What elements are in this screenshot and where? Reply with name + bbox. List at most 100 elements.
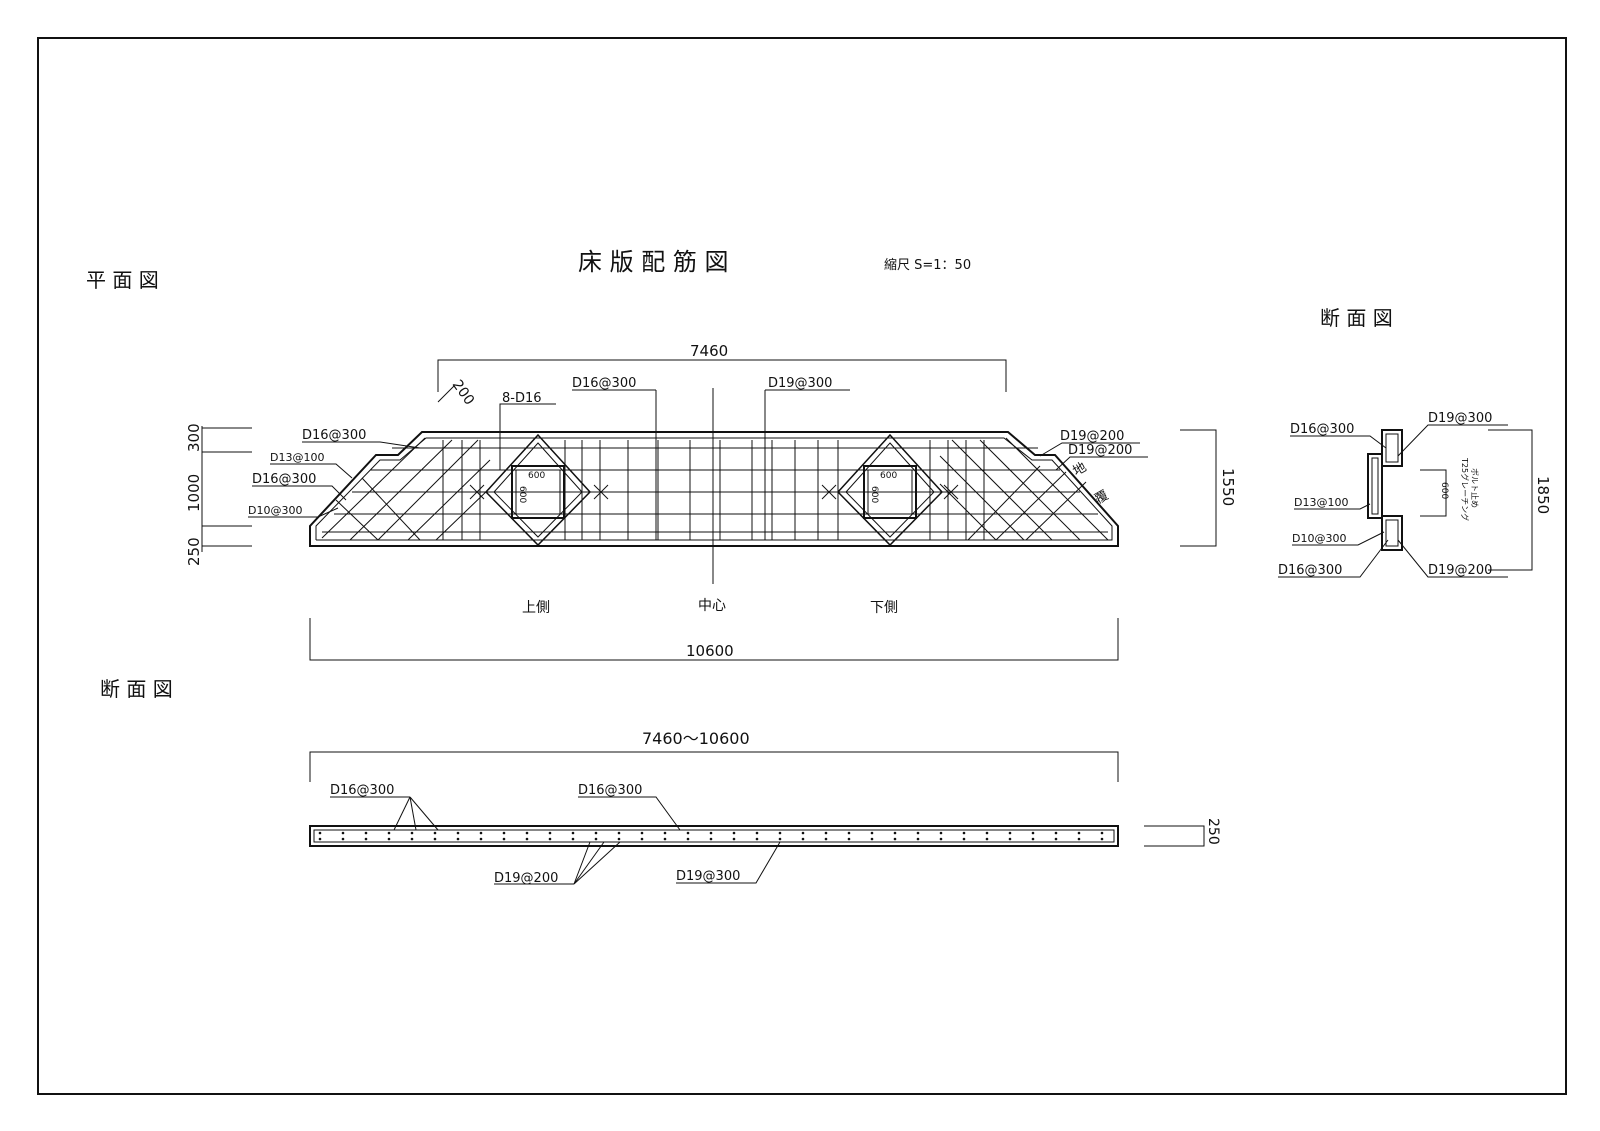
rebar-dot xyxy=(916,837,920,841)
dim-section-top-text: 7460～10600 xyxy=(642,729,750,748)
cross-section-heading: 断 面 図 xyxy=(1320,306,1393,330)
rebar-dot xyxy=(410,831,414,835)
rebar-dot xyxy=(686,831,690,835)
slab-outline-inner xyxy=(315,437,1113,541)
side-upper-label: 上側 xyxy=(522,600,550,616)
plan-view: 600 600 600 600 7460 200 10600 1550 xyxy=(185,342,1237,661)
note-ji: 地 xyxy=(1071,460,1090,479)
dim-line-top xyxy=(437,359,1007,392)
rebar-dot xyxy=(318,837,322,841)
label-right-2: D19@200 xyxy=(1068,443,1132,458)
rebar-dot xyxy=(801,837,805,841)
dim-line-bottom xyxy=(309,618,1119,661)
cross-top-flange xyxy=(1381,429,1403,467)
label-sec-bot-mid: D19@300 xyxy=(676,869,740,884)
rebar-dot xyxy=(364,831,368,835)
dim-chamfer-line xyxy=(437,385,455,403)
rebar-dot xyxy=(479,837,483,841)
rebar-dot xyxy=(1008,831,1012,835)
rebar-dot xyxy=(341,831,345,835)
cross-inner-dim xyxy=(1420,469,1447,517)
rebar-dot xyxy=(525,837,529,841)
label-left-1: D16@300 xyxy=(302,428,366,443)
dim-line-section-right xyxy=(1144,825,1205,847)
label-left-2: D13@100 xyxy=(270,451,324,464)
rebar-dot xyxy=(778,831,782,835)
rebar-dot xyxy=(663,837,667,841)
label-left-3: D16@300 xyxy=(252,472,316,487)
plan-heading: 平 面 図 xyxy=(86,268,159,292)
section-slab xyxy=(309,825,1119,847)
skew-bars-left xyxy=(321,437,491,541)
rebar-dot xyxy=(916,831,920,835)
dim-bottom-text: 10600 xyxy=(686,642,734,660)
rebar-dot xyxy=(1054,831,1058,835)
dim-left-1000: 1000 xyxy=(185,474,203,512)
rebar-dot xyxy=(433,831,437,835)
label-top-mid-right: D19@300 xyxy=(768,376,832,391)
opening-left-dim-h: 600 xyxy=(528,471,545,481)
rebar-dot xyxy=(1031,837,1035,841)
cross-label-bot-left: D16@300 xyxy=(1278,563,1342,578)
section-bar-dots xyxy=(318,831,1104,841)
rebar-dot xyxy=(410,837,414,841)
dim-left-300: 300 xyxy=(185,423,203,452)
rebar-dot xyxy=(939,837,943,841)
label-left-4: D10@300 xyxy=(248,504,302,517)
rebar-dot xyxy=(893,837,897,841)
rebar-dot xyxy=(594,837,598,841)
rebar-dot xyxy=(732,837,736,841)
cross-inner-dim-text: 600 xyxy=(1439,482,1449,499)
section-slab-inner xyxy=(313,829,1115,843)
rebar-dot xyxy=(456,837,460,841)
cross-label-top-right: D19@300 xyxy=(1428,411,1492,426)
rebar-dot xyxy=(1054,837,1058,841)
scale-note: 縮尺 S=1：50 xyxy=(884,257,971,273)
sheet-frame xyxy=(37,37,1567,1095)
cross-inner-note-2: ボルト止め xyxy=(1470,468,1480,508)
dim-left-250: 250 xyxy=(185,537,203,566)
rebar-dot xyxy=(709,831,713,835)
note-fuku: 覆 xyxy=(1093,488,1112,507)
rebar-dot xyxy=(732,831,736,835)
rebar-dot xyxy=(341,837,345,841)
rebar-dot xyxy=(456,831,460,835)
label-right-1: D19@200 xyxy=(1060,429,1124,444)
cross-top-flange-in xyxy=(1385,433,1399,463)
rebar-dot xyxy=(640,837,644,841)
center-label: 中心 xyxy=(698,598,726,614)
long-section-view: 7460～10600 250 D16@300 D16@300 D19@200 D… xyxy=(309,729,1221,886)
rebar-dot xyxy=(847,837,851,841)
dim-section-right-text: 250 xyxy=(1205,818,1221,845)
rebar-dot xyxy=(1077,831,1081,835)
dim-top-text: 7460 xyxy=(690,342,728,360)
longitudinal-bars xyxy=(322,447,1108,533)
dim-chain-left xyxy=(201,426,252,552)
rebar-dot xyxy=(847,831,851,835)
rebar-dot xyxy=(548,837,552,841)
cross-dim-right-text: 1850 xyxy=(1534,476,1552,514)
dim-line-section-top xyxy=(309,751,1119,782)
rebar-dot xyxy=(1077,837,1081,841)
cross-bottom-flange-in xyxy=(1385,519,1399,547)
rebar-dot xyxy=(594,831,598,835)
rebar-dot xyxy=(824,831,828,835)
cross-dim-right xyxy=(1488,429,1533,571)
rebar-dot xyxy=(985,831,989,835)
rebar-dot xyxy=(893,831,897,835)
opening-right xyxy=(821,433,959,547)
cross-label-mid-2: D10@300 xyxy=(1292,532,1346,545)
cross-inner-note-1: T25グレーチング xyxy=(1460,457,1470,521)
rebar-dot xyxy=(433,837,437,841)
transverse-bars xyxy=(442,440,985,540)
rebar-dot xyxy=(617,831,621,835)
label-8d16: 8-D16 xyxy=(502,391,542,406)
rebar-dot xyxy=(663,831,667,835)
rebar-dot xyxy=(755,831,759,835)
rebar-dot xyxy=(824,837,828,841)
rebar-dot xyxy=(571,831,575,835)
rebar-dot xyxy=(985,837,989,841)
rebar-dot xyxy=(1100,831,1104,835)
cross-section-view: 600 T25グレーチング ボルト止め 1850 D16@300 D19@300… xyxy=(1278,411,1552,578)
